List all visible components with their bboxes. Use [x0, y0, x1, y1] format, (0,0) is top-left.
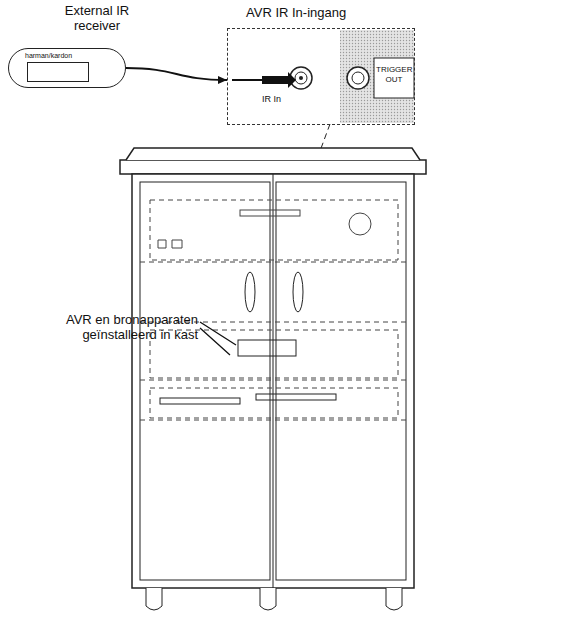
ir-receiver: External IR receiverharman/kardon [8, 48, 126, 88]
ir-cable [126, 68, 227, 80]
jack-label: TRIGGER OUT [376, 65, 412, 85]
node-heading: AVR IR In-ingang [246, 5, 466, 20]
jack-label: IR In [262, 94, 302, 105]
node-heading: External IR receiver [47, 3, 147, 33]
brand-text: harman/kardon [25, 52, 72, 60]
callout-label: AVR en bronapparaten geïnstalleerd in ka… [40, 312, 198, 342]
receiver-window [27, 62, 89, 82]
